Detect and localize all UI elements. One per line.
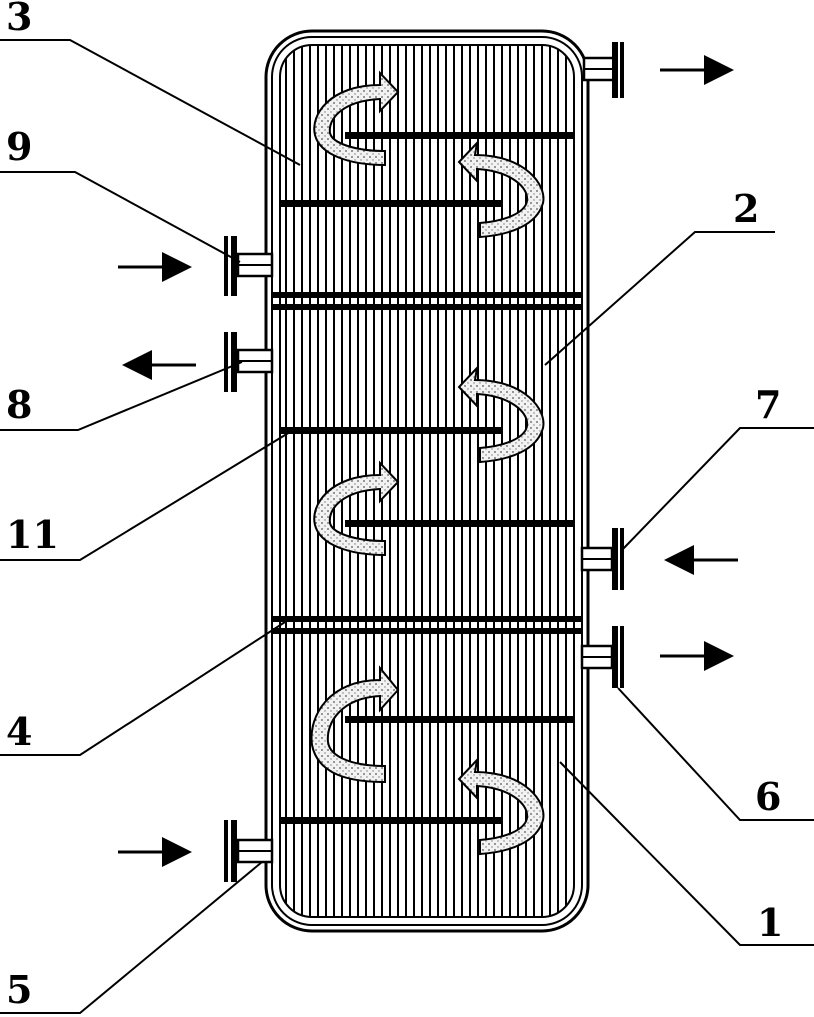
- leader-8: [0, 361, 243, 431]
- leader-11: [0, 431, 291, 561]
- nozzle-8: [224, 332, 274, 392]
- label-8: 8: [6, 382, 32, 427]
- baffle: [345, 132, 575, 139]
- nozzle-5: [224, 820, 274, 882]
- baffle: [345, 520, 575, 527]
- label-5: 5: [6, 967, 32, 1012]
- flow-arrow-left-upper: [313, 70, 400, 167]
- leader-6: [617, 687, 814, 821]
- leader-9: [0, 171, 241, 263]
- vessel-outer-shell: [264, 29, 590, 933]
- leader-4: [0, 621, 286, 756]
- flow-arrow-left-middle: [313, 460, 400, 557]
- nozzle-top-right: [582, 42, 624, 98]
- baffle: [280, 427, 502, 434]
- leader-1: [559, 761, 814, 946]
- leader-3: [0, 39, 301, 166]
- flow-arrow-right-upper: [457, 139, 545, 239]
- tube-sheet-upper: [272, 292, 582, 310]
- label-3: 3: [6, 0, 32, 39]
- baffle: [280, 817, 502, 824]
- label-4: 4: [6, 709, 32, 754]
- label-2: 2: [733, 186, 759, 231]
- label-9: 9: [6, 124, 32, 169]
- flow-arrow-right-lower: [457, 756, 545, 856]
- baffle: [345, 716, 575, 723]
- nozzle-7: [580, 528, 624, 590]
- label-11: 11: [6, 512, 59, 557]
- leader-7: [621, 427, 814, 551]
- nozzle-6: [580, 626, 624, 688]
- leader-5: [0, 861, 263, 1014]
- label-7: 7: [755, 382, 781, 427]
- label-6: 6: [755, 774, 781, 819]
- flow-arrow-left-lower: [310, 665, 400, 784]
- baffle: [280, 200, 502, 207]
- nozzle-9: [224, 236, 274, 296]
- tube-sheet-lower: [272, 616, 582, 634]
- vessel-inner-shell: [271, 36, 583, 926]
- label-1: 1: [757, 900, 783, 945]
- leader-2: [544, 231, 775, 366]
- flow-arrow-right-middle: [457, 364, 545, 464]
